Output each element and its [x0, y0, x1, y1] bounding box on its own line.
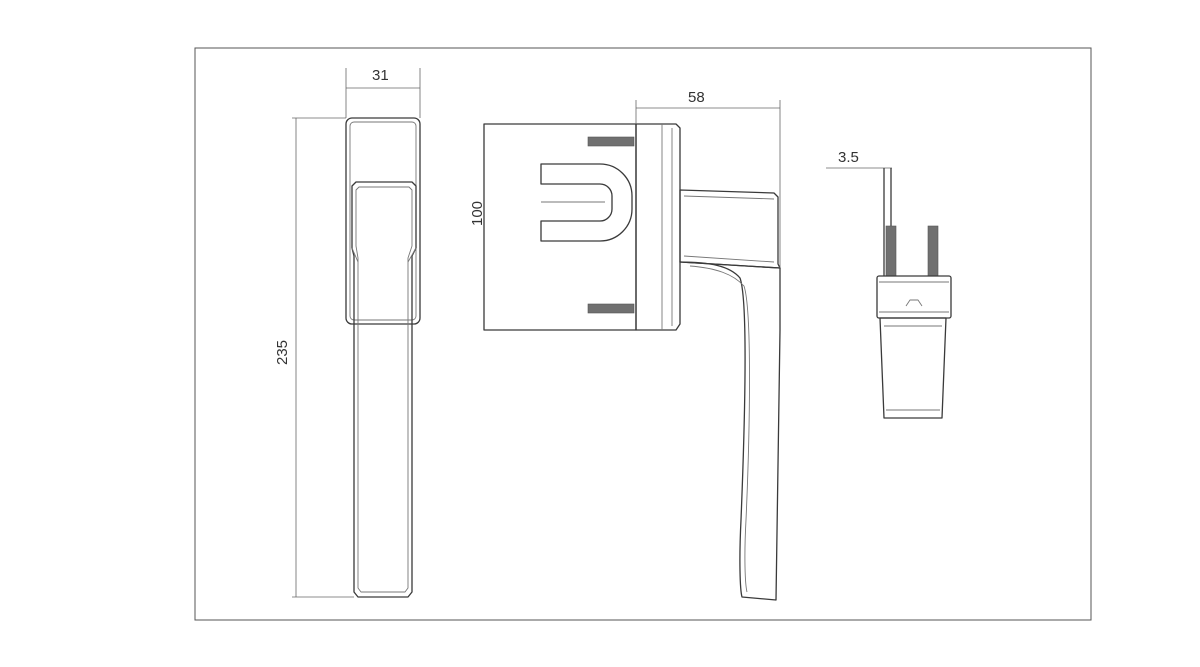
rosette-profile [635, 123, 681, 331]
lever-neck-lower [683, 255, 775, 263]
lever-body [351, 181, 417, 598]
top-screw-right [927, 225, 939, 277]
lever-arm-inner [689, 265, 750, 593]
lever-arm [679, 261, 781, 601]
lever-neck-inner [683, 195, 775, 200]
dim-projection-label: 58 [688, 89, 705, 106]
screw-thread-top [587, 136, 635, 147]
lever-body-inner [355, 186, 413, 593]
dim-width-label: 31 [372, 67, 389, 84]
top-rosette-notch [905, 299, 923, 307]
lever-facet-left [351, 247, 359, 263]
screw-thread-bottom [587, 303, 635, 314]
u-slot [540, 163, 633, 242]
rosette-plate [345, 117, 421, 325]
drawing-frame [194, 47, 1092, 621]
top-view: 3.5 [826, 149, 952, 419]
lever-facet-right [407, 247, 417, 263]
base-block [483, 123, 637, 331]
top-screw-left [885, 225, 897, 277]
rosette-plate-inner [349, 121, 417, 321]
front-view: 31 235 [274, 67, 421, 598]
dim-offset-label: 3.5 [838, 149, 859, 166]
dim-base-height-label: 100 [469, 201, 486, 226]
side-view: 58 100 [469, 89, 781, 601]
dim-height-label: 235 [274, 340, 291, 365]
top-grip [879, 317, 947, 419]
